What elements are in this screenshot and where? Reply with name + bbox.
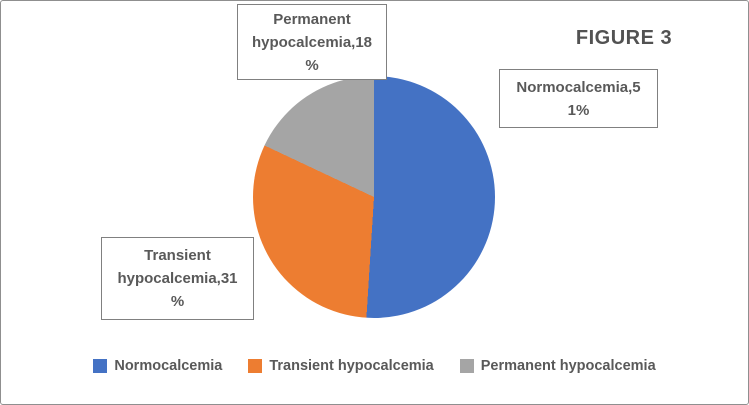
legend-label-permanent-hypocalcemia: Permanent hypocalcemia [480, 358, 656, 374]
legend-swatch-permanent-hypocalcemia [459, 359, 474, 373]
figure-title: FIGURE 3 [575, 27, 673, 49]
chart-legend: Normocalcemia Transient hypocalcemia Per… [1, 358, 748, 374]
legend-item-transient-hypocalcemia: Transient hypocalcemia [248, 358, 434, 374]
legend-label-normocalcemia: Normocalcemia [114, 358, 223, 374]
legend-label-transient-hypocalcemia: Transient hypocalcemia [269, 358, 434, 374]
data-label-permanent-hypocalcemia: Permanent hypocalcemia,18 % [237, 4, 387, 80]
data-label-normocalcemia: Normocalcemia,5 1% [499, 69, 658, 128]
legend-swatch-normocalcemia [93, 359, 108, 373]
legend-swatch-transient-hypocalcemia [248, 359, 263, 373]
legend-item-normocalcemia: Normocalcemia [93, 358, 222, 374]
pie-chart-plot [253, 76, 495, 318]
legend-item-permanent-hypocalcemia: Permanent hypocalcemia [459, 358, 656, 374]
data-label-transient-hypocalcemia: Transient hypocalcemia,31 % [101, 237, 254, 320]
